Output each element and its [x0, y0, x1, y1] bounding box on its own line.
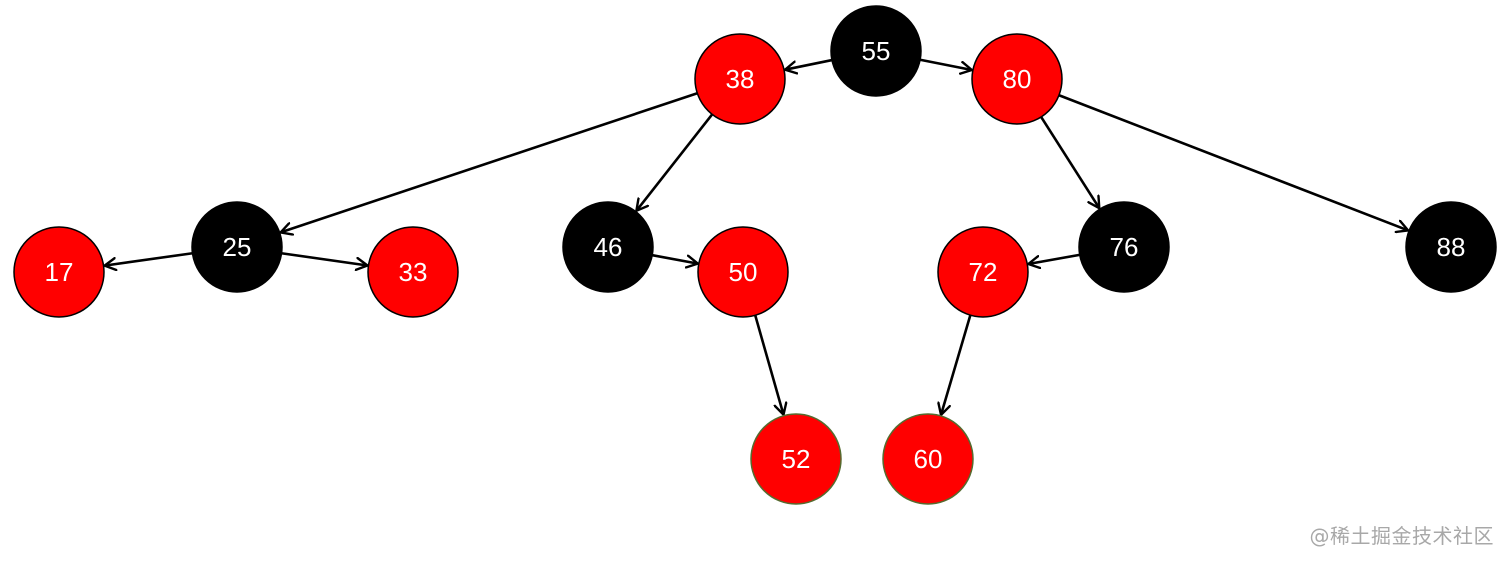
edge-80-to-88	[1056, 93, 1408, 231]
node-label-88: 88	[1437, 232, 1466, 262]
tree-node-80: 80	[971, 33, 1063, 125]
nodes-layer: 55 38 80 25 46 76 88 17 33 50 72 52 60	[13, 5, 1497, 505]
tree-node-60: 60	[882, 413, 974, 505]
node-label-25: 25	[223, 232, 252, 262]
node-label-72: 72	[969, 257, 998, 287]
node-label-80: 80	[1003, 64, 1032, 94]
edge-55-to-80	[917, 58, 972, 70]
edge-25-to-17	[105, 251, 195, 266]
tree-node-17: 17	[13, 226, 105, 318]
node-label-17: 17	[45, 257, 74, 287]
node-label-52: 52	[782, 444, 811, 474]
edge-50-to-52	[753, 313, 784, 414]
edge-46-to-50	[650, 253, 698, 264]
tree-node-25: 25	[191, 201, 283, 293]
edge-72-to-60	[941, 312, 973, 415]
node-circle-25	[191, 201, 283, 293]
edge-76-to-72	[1028, 253, 1082, 265]
node-circle-72	[937, 226, 1029, 318]
node-label-38: 38	[726, 64, 755, 94]
node-circle-17	[13, 226, 105, 318]
node-label-76: 76	[1110, 232, 1139, 262]
node-circle-38	[694, 33, 786, 125]
edges-layer	[105, 58, 1409, 415]
node-circle-55	[830, 5, 922, 97]
edge-80-to-76	[1039, 114, 1099, 208]
node-circle-80	[971, 33, 1063, 125]
edge-55-to-38	[785, 58, 835, 70]
tree-node-33: 33	[367, 226, 459, 318]
node-circle-88	[1405, 201, 1497, 293]
tree-node-46: 46	[562, 201, 654, 293]
tree-node-52: 52	[750, 413, 842, 505]
edge-38-to-46	[636, 111, 715, 211]
node-label-55: 55	[862, 36, 891, 66]
node-circle-52	[750, 413, 842, 505]
tree-node-50: 50	[697, 226, 789, 318]
tree-node-76: 76	[1078, 201, 1170, 293]
node-circle-50	[697, 226, 789, 318]
node-label-46: 46	[594, 232, 623, 262]
node-circle-76	[1078, 201, 1170, 293]
watermark: @稀土掘金技术社区	[1309, 524, 1494, 548]
edge-25-to-33	[279, 251, 368, 266]
tree-node-38: 38	[694, 33, 786, 125]
node-circle-60	[882, 413, 974, 505]
node-label-60: 60	[914, 444, 943, 474]
node-label-50: 50	[729, 257, 758, 287]
node-circle-33	[367, 226, 459, 318]
node-circle-46	[562, 201, 654, 293]
tree-node-88: 88	[1405, 201, 1497, 293]
tree-node-55: 55	[830, 5, 922, 97]
edge-38-to-25	[281, 91, 700, 233]
node-label-33: 33	[399, 257, 428, 287]
tree-node-72: 72	[937, 226, 1029, 318]
